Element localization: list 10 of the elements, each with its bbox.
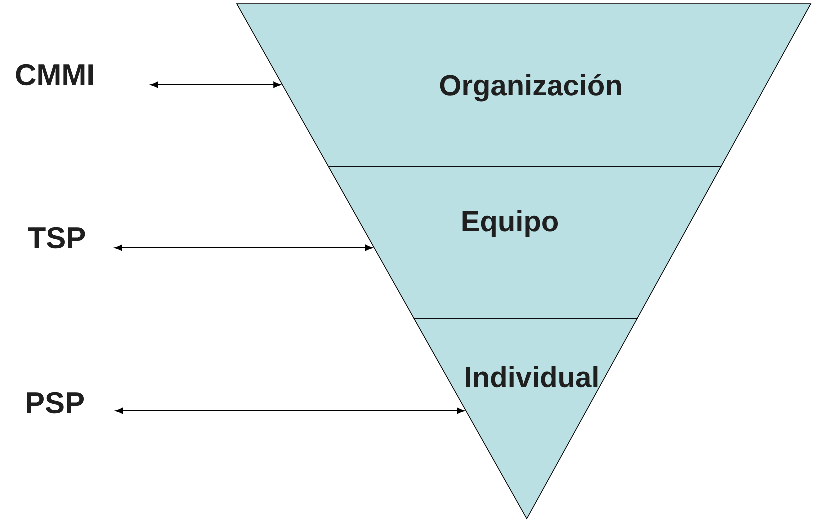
double-arrow xyxy=(150,82,282,88)
double-arrow xyxy=(114,244,373,252)
model-label: CMMI xyxy=(16,64,93,86)
level-label: Organización xyxy=(440,74,622,102)
model-label: TSP xyxy=(28,227,86,249)
double-arrow xyxy=(116,408,465,414)
model-label: PSP xyxy=(27,392,84,414)
band-shape xyxy=(328,166,722,320)
level-label: Equipo xyxy=(462,210,558,238)
level-label: Individual xyxy=(466,366,598,388)
